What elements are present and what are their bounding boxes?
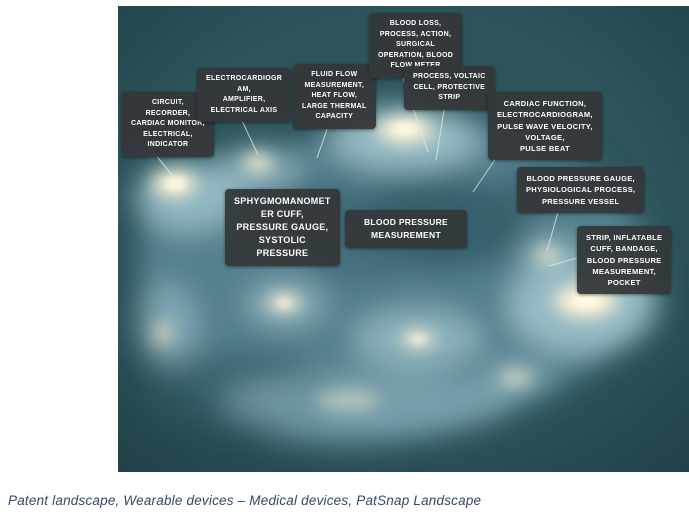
cluster-label-voltaic-cell: PROCESS, VOLTAIC CELL, PROTECTIVE STRIP: [404, 66, 495, 110]
figure-caption: Patent landscape, Wearable devices – Med…: [8, 493, 482, 508]
cluster-label-sphygmomanometer-cuff: SPHYGMOMANOMET ER CUFF, PRESSURE GAUGE, …: [225, 189, 340, 267]
cluster-label-blood-pressure-measurement: BLOOD PRESSURE MEASUREMENT: [345, 210, 467, 248]
cluster-label-electrocardiogram: ELECTROCARDIOGR AM, AMPLIFIER, ELECTRICA…: [197, 68, 292, 122]
cluster-label-fluid-flow: FLUID FLOW MEASUREMENT, HEAT FLOW, LARGE…: [293, 64, 376, 129]
cluster-label-strip-inflatable-cuff: STRIP, INFLATABLE CUFF, BANDAGE, BLOOD P…: [577, 226, 672, 295]
cluster-label-cardiac-function: CARDIAC FUNCTION, ELECTROCARDIOGRAM, PUL…: [488, 92, 602, 161]
cluster-label-blood-pressure-gauge: BLOOD PRESSURE GAUGE, PHYSIOLOGICAL PROC…: [517, 167, 645, 213]
cluster-label-circuit-recorder: CIRCUIT, RECORDER, CARDIAC MONITOR, ELEC…: [122, 92, 214, 157]
